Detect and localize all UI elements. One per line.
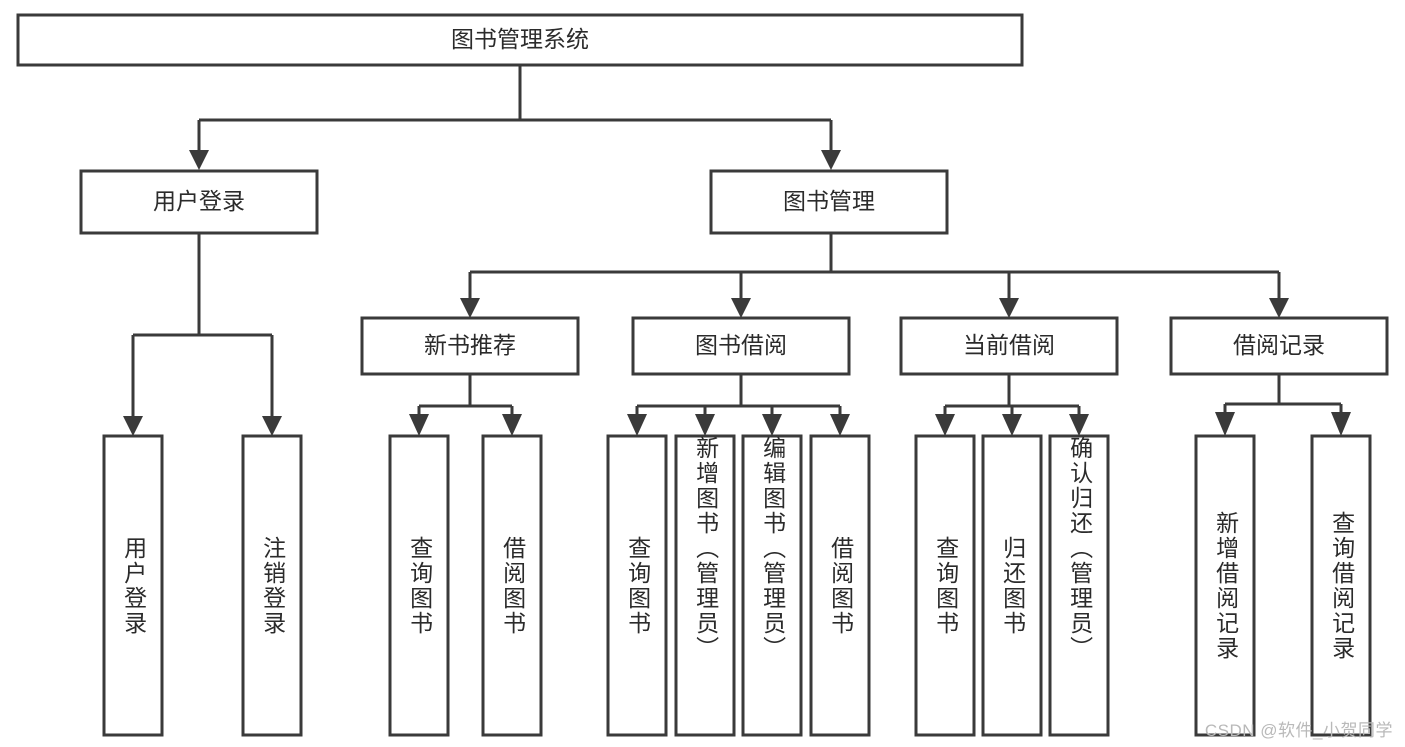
node-box-leaf-logout[interactable] bbox=[241, 434, 303, 737]
arrow-borrow-leaf-3 bbox=[762, 414, 782, 436]
arrow-user-login-leaf-2 bbox=[262, 416, 282, 436]
node-layer: 图书管理系统 用户登录 图书管理 新书推荐 图书借阅 当前借阅 借阅记录 bbox=[16, 13, 1389, 737]
arrow-book-mgmt-to-current bbox=[999, 298, 1019, 318]
node-label-user-login: 用户登录 bbox=[153, 188, 245, 214]
arrow-borrow-leaf-1 bbox=[627, 414, 647, 436]
node-label-book-management: 图书管理 bbox=[783, 188, 875, 214]
node-box-leaf-query-book-3[interactable] bbox=[914, 434, 976, 737]
node-box-book-management[interactable] bbox=[709, 169, 949, 235]
node-box-borrow-records[interactable] bbox=[1169, 316, 1389, 376]
node-box-leaf-query-book-2[interactable] bbox=[606, 434, 668, 737]
node-box-leaf-query-record[interactable] bbox=[1310, 434, 1372, 737]
node-label-root: 图书管理系统 bbox=[451, 26, 589, 52]
arrow-borrow-leaf-4 bbox=[830, 414, 850, 436]
arrow-root-to-book-mgmt bbox=[821, 150, 841, 170]
arrow-current-leaf-2 bbox=[1002, 414, 1022, 436]
arrow-book-mgmt-to-records bbox=[1269, 298, 1289, 318]
node-box-leaf-query-book-1[interactable] bbox=[388, 434, 450, 737]
arrow-records-leaf-2 bbox=[1331, 412, 1351, 436]
arrow-current-leaf-3 bbox=[1069, 414, 1089, 436]
node-box-user-login[interactable] bbox=[79, 169, 319, 235]
watermark-text: CSDN @软件_小贺同学 bbox=[1204, 721, 1393, 740]
node-label-borrow-records: 借阅记录 bbox=[1233, 332, 1325, 358]
arrow-current-leaf-1 bbox=[935, 414, 955, 436]
arrow-user-login-leaf-1 bbox=[123, 416, 143, 436]
node-box-leaf-add-record[interactable] bbox=[1194, 434, 1256, 737]
node-label-current-borrow: 当前借阅 bbox=[963, 332, 1055, 358]
node-box-leaf-return-book[interactable] bbox=[981, 434, 1043, 737]
node-label-new-book-recommend: 新书推荐 bbox=[424, 332, 516, 358]
arrow-book-mgmt-to-new-book bbox=[460, 298, 480, 318]
node-box-leaf-confirm-return[interactable] bbox=[1048, 434, 1110, 737]
arrow-new-book-leaf-2 bbox=[502, 414, 522, 436]
node-box-leaf-user-login[interactable] bbox=[102, 434, 164, 737]
node-label-book-borrow: 图书借阅 bbox=[695, 332, 787, 358]
node-box-leaf-borrow-book-2[interactable] bbox=[809, 434, 871, 737]
arrow-new-book-leaf-1 bbox=[409, 414, 429, 436]
node-box-book-borrow[interactable] bbox=[631, 316, 851, 376]
connector-layer bbox=[123, 65, 1351, 436]
arrow-book-mgmt-to-borrow bbox=[731, 298, 751, 318]
node-box-leaf-borrow-book-1[interactable] bbox=[481, 434, 543, 737]
arrow-root-to-user-login bbox=[189, 150, 209, 170]
node-box-leaf-add-book-admin[interactable] bbox=[674, 434, 736, 737]
node-box-leaf-edit-book-admin[interactable] bbox=[741, 434, 803, 737]
node-box-new-book-recommend[interactable] bbox=[360, 316, 580, 376]
node-box-current-borrow[interactable] bbox=[899, 316, 1119, 376]
arrow-records-leaf-1 bbox=[1215, 412, 1235, 436]
node-box-root[interactable] bbox=[16, 13, 1024, 67]
arrow-borrow-leaf-2 bbox=[695, 414, 715, 436]
